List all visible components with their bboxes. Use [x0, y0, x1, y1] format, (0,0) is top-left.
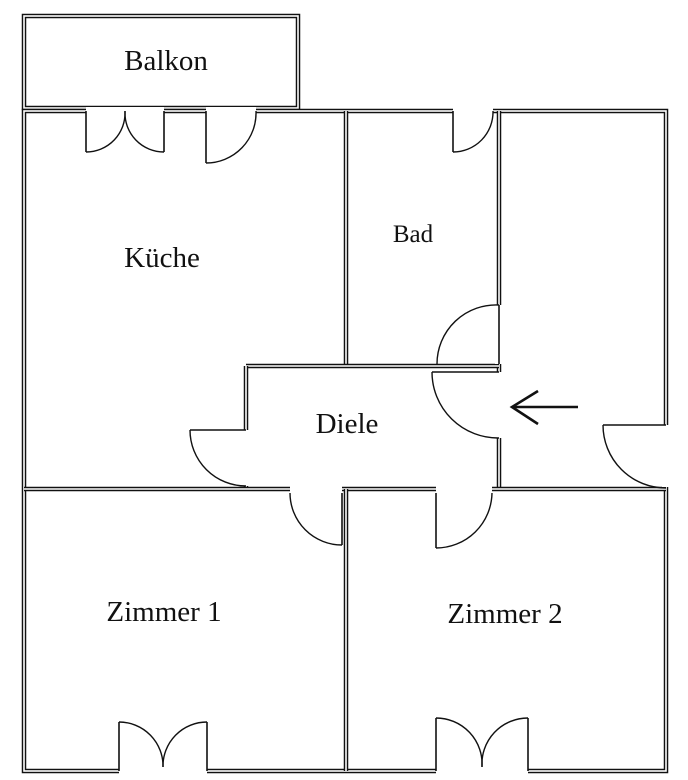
zimmer2-window-door: [435, 717, 529, 771]
kueche-door: [205, 110, 257, 164]
diele-kueche-door: [189, 429, 247, 487]
room-label-bad: Bad: [393, 221, 434, 248]
door-gaps: [86, 107, 670, 775]
right-room-door: [602, 424, 667, 489]
arrow-left-icon: [509, 389, 578, 426]
room-label-zimmer2: Zimmer 2: [447, 598, 562, 630]
zimmer2-door: [435, 492, 493, 549]
walls: [21, 13, 669, 774]
room-label-balkon: Balkon: [124, 45, 208, 77]
bad-top-door: [452, 110, 494, 153]
zimmer1-window-door: [118, 721, 208, 771]
room-label-diele: Diele: [316, 408, 379, 440]
balkon-double-door: [85, 110, 165, 153]
room-label-kueche: Küche: [124, 242, 200, 274]
entrance-door: [431, 371, 500, 439]
zimmer1-door: [289, 492, 343, 546]
room-label-zimmer1: Zimmer 1: [106, 596, 221, 628]
bad-door: [436, 304, 500, 365]
